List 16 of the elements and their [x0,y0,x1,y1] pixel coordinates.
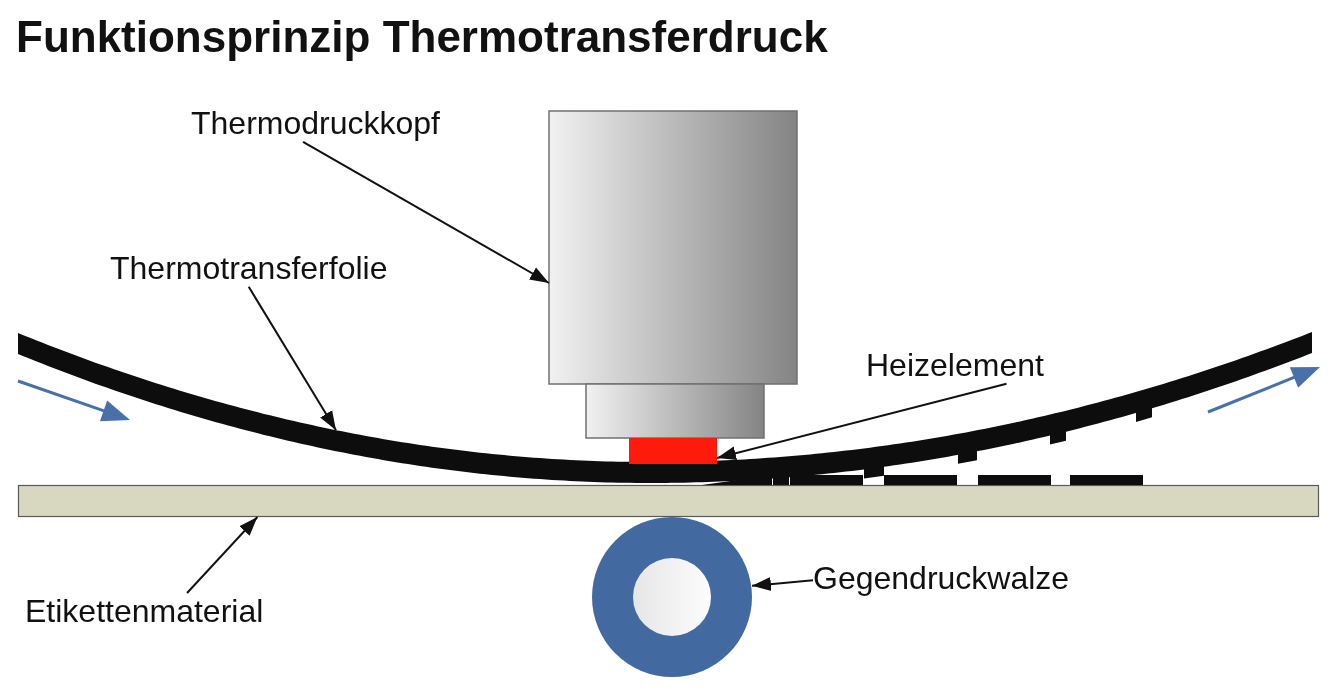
pressure-roller [592,517,752,677]
leader-line [716,382,1008,461]
leader-line [186,516,259,594]
callout-label: Heizelement [866,347,1044,384]
leader-line [247,285,337,432]
title: Funktionsprinzip Thermotransferdruck [16,12,828,63]
callout-label: Thermodruckkopf [191,105,440,142]
heating-element [629,438,717,464]
print-head [549,111,797,438]
callout-label: Gegendruckwalze [813,560,1070,597]
callout-label: Thermotransferfolie [110,250,388,287]
leader-line [751,577,814,592]
callout-label: Etikettenmaterial [25,593,264,630]
label-material [18,485,1319,517]
leader-line [302,140,550,284]
transfer-ribbon [18,330,1312,487]
